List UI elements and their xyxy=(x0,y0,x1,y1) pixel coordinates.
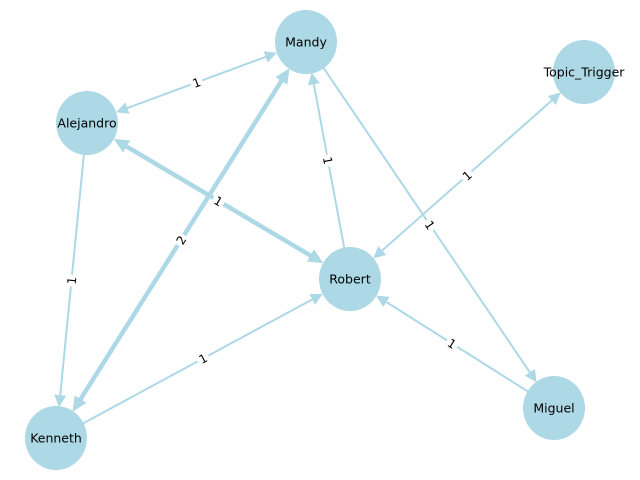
edge-Alejandro-Kenneth xyxy=(59,153,85,396)
node-label: Topic_Trigger xyxy=(543,65,626,80)
arrowhead-icon xyxy=(373,246,387,259)
arrowhead-icon xyxy=(524,369,537,383)
arrowhead-icon xyxy=(116,102,130,114)
node-circle xyxy=(553,40,615,104)
arrowhead-icon xyxy=(113,138,131,153)
node-label: Robert xyxy=(329,272,371,287)
node-topic_trigger[interactable]: Topic_Trigger xyxy=(543,40,626,104)
edge-weight-label: 1 xyxy=(320,156,335,166)
arrowhead-icon xyxy=(547,92,561,105)
node-alejandro[interactable]: Alejandro xyxy=(56,91,118,155)
node-kenneth[interactable]: Kenneth xyxy=(25,406,87,470)
node-circle xyxy=(319,247,381,311)
node-circle xyxy=(56,91,118,155)
edge-Robert-Mandy xyxy=(312,84,346,249)
arrowhead-icon xyxy=(275,68,290,85)
arrowhead-icon xyxy=(306,249,324,264)
node-mandy[interactable]: Mandy xyxy=(275,10,337,74)
arrowhead-icon xyxy=(309,293,323,305)
node-circle xyxy=(523,376,585,440)
edge-Mandy-Miguel xyxy=(322,67,531,373)
node-label: Miguel xyxy=(533,401,574,416)
arrowhead-icon xyxy=(307,72,320,86)
arrowhead-icon xyxy=(376,295,390,308)
node-label: Alejandro xyxy=(57,116,116,131)
edge-Miguel-Robert xyxy=(385,301,529,393)
node-circle xyxy=(275,10,337,74)
arrowhead-icon xyxy=(263,51,277,63)
node-robert[interactable]: Robert xyxy=(319,247,381,311)
node-label: Mandy xyxy=(285,35,327,50)
arrowhead-icon xyxy=(72,395,87,412)
arrowhead-icon xyxy=(54,394,67,408)
node-circle xyxy=(25,406,87,470)
node-miguel[interactable]: Miguel xyxy=(523,376,585,440)
edge-Kenneth-Robert xyxy=(82,298,313,425)
edge-weight-label: 1 xyxy=(65,276,80,285)
node-label: Kenneth xyxy=(30,431,82,446)
